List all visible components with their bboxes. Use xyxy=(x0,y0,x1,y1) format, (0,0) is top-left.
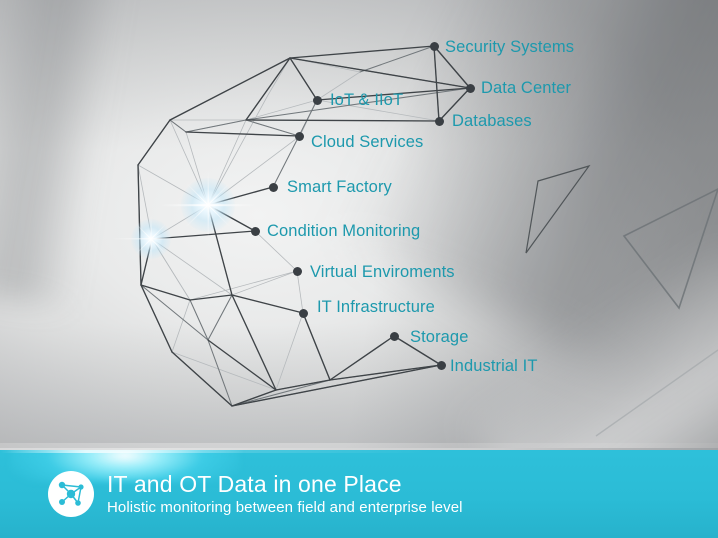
node-label: Storage xyxy=(410,328,469,346)
node-dot xyxy=(250,226,260,236)
banner-sheen xyxy=(0,450,718,453)
node-dot xyxy=(292,266,302,276)
banner-glow xyxy=(10,450,240,482)
node-label: Industrial IT xyxy=(450,357,538,375)
banner-title: IT and OT Data in one Place xyxy=(107,470,402,497)
node-dot xyxy=(268,182,278,192)
banner-text-block: IT and OT Data in one Place Holistic mon… xyxy=(107,472,463,516)
node-label: IT Infrastructure xyxy=(317,298,435,316)
node-dot xyxy=(389,331,399,341)
node-label: Condition Monitoring xyxy=(267,222,421,240)
node-dot xyxy=(429,41,439,51)
node-dot xyxy=(436,360,446,370)
node-dot xyxy=(434,116,444,126)
node-dot xyxy=(465,83,475,93)
node-dot xyxy=(294,131,304,141)
network-nodes-icon xyxy=(48,471,94,517)
banner-divider xyxy=(0,448,718,450)
node-label: Cloud Services xyxy=(311,133,424,151)
node-label: Security Systems xyxy=(445,38,575,56)
node-dot xyxy=(298,308,308,318)
node-label: Smart Factory xyxy=(287,178,392,196)
node-label: IoT & IIoT xyxy=(330,91,404,109)
bottom-banner: IT and OT Data in one Place Holistic mon… xyxy=(0,450,718,538)
node-dot xyxy=(312,95,322,105)
node-label: Databases xyxy=(452,112,532,130)
banner-subtitle: Holistic monitoring between field and en… xyxy=(107,498,463,516)
node-label: Data Center xyxy=(481,79,572,97)
node-label: Virtual Enviroments xyxy=(310,263,455,281)
